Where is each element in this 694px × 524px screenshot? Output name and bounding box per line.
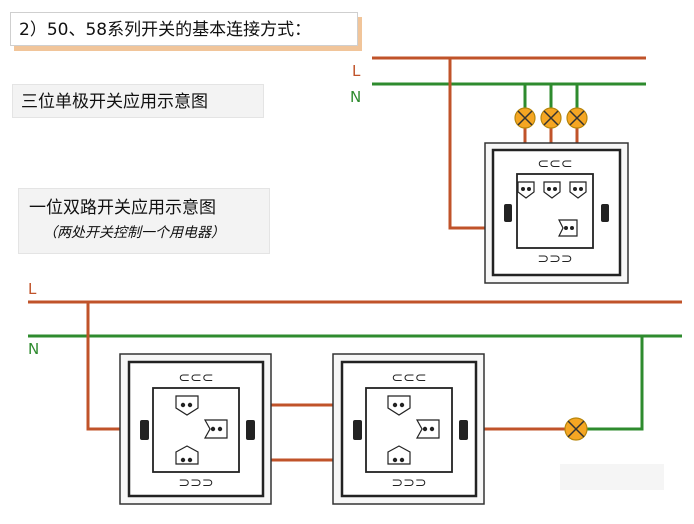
mount-slot-right	[459, 420, 468, 440]
top-clip-marks: ⊂⊂⊂	[178, 370, 213, 386]
terminal-icon	[517, 181, 535, 199]
terminal-icon	[387, 395, 411, 416]
two-way-switch-right: ⊂⊂⊂ ⊃⊃⊃	[332, 353, 485, 505]
terminal-icon	[203, 419, 228, 439]
three-gang-switch: ⊂⊂⊂ ⊃⊃⊃	[484, 142, 629, 284]
mount-slot-left	[140, 420, 149, 440]
bottom-live-label: L	[28, 280, 37, 298]
page-title: 2）50、58系列开关的基本连接方式：	[10, 12, 358, 46]
diagram1-title: 三位单极开关应用示意图	[12, 84, 264, 118]
lamp-icon	[540, 107, 562, 129]
lamp-icon	[566, 107, 588, 129]
terminal-icon	[569, 181, 587, 199]
terminal-icon	[415, 419, 440, 439]
diagram2-subtitle: （两处开关控制一个用电器）	[43, 225, 225, 241]
two-way-switch-left: ⊂⊂⊂ ⊃⊃⊃	[119, 353, 272, 505]
terminal-icon	[175, 395, 199, 416]
bottom-clip-marks: ⊃⊃⊃	[537, 251, 572, 267]
bottom-neutral-label: N	[28, 340, 39, 358]
terminal-icon	[175, 445, 199, 465]
watermark-area	[560, 464, 664, 490]
bottom-clip-marks: ⊃⊃⊃	[391, 475, 426, 491]
diagram2-caption: 一位双路开关应用示意图 （两处开关控制一个用电器）	[18, 188, 270, 254]
diagram2-title: 一位双路开关应用示意图	[29, 198, 216, 218]
top-clip-marks: ⊂⊂⊂	[391, 370, 426, 386]
bottom-clip-marks: ⊃⊃⊃	[178, 475, 213, 491]
mount-slot-left	[353, 420, 362, 440]
mount-slot-right	[246, 420, 255, 440]
mount-slot-right	[601, 204, 609, 222]
top-live-label: L	[352, 62, 361, 80]
lamp-icon	[514, 107, 536, 129]
mount-slot-left	[504, 204, 512, 222]
lamp-neutral-return	[587, 336, 644, 431]
lamp-icon	[564, 417, 588, 441]
terminal-icon	[543, 181, 561, 199]
terminal-icon	[387, 445, 411, 465]
top-neutral-label: N	[350, 88, 361, 106]
top-clip-marks: ⊂⊂⊂	[537, 156, 572, 172]
terminal-icon	[558, 219, 578, 237]
